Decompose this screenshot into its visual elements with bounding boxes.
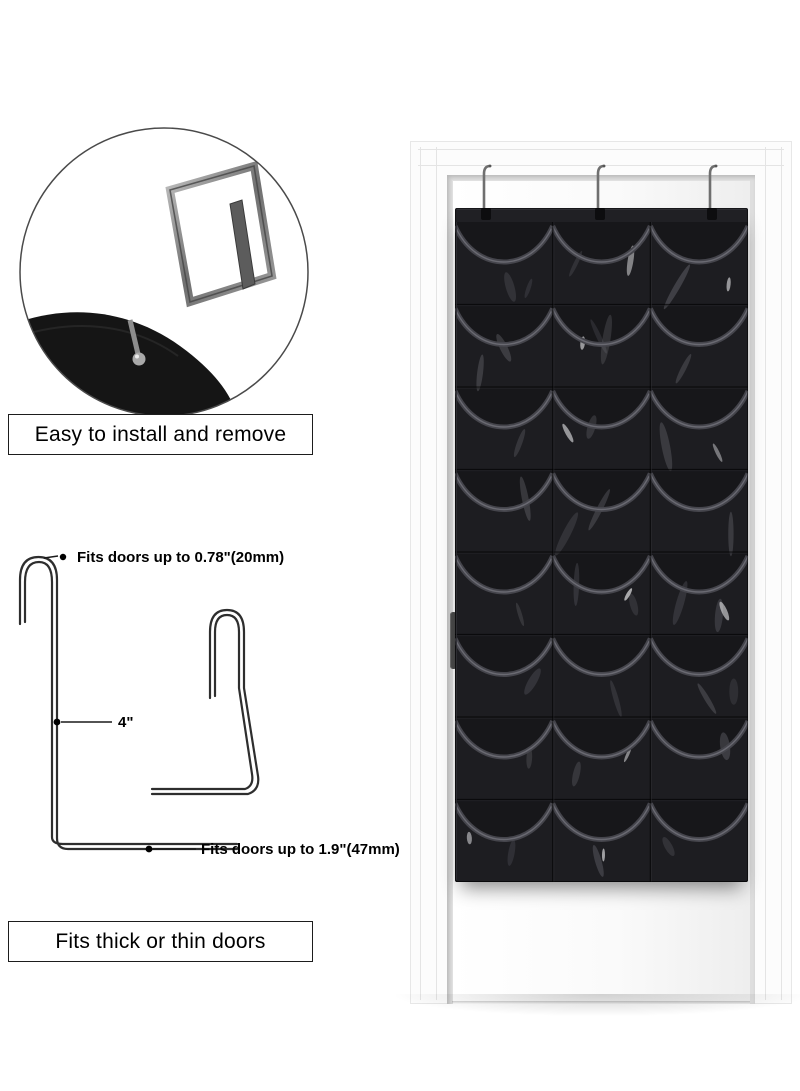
over-door-hook-icon bbox=[708, 164, 718, 215]
door bbox=[396, 141, 800, 1016]
hook-detail-zoom-circle bbox=[18, 126, 310, 418]
door-frame-molding bbox=[418, 149, 784, 150]
door-frame-molding bbox=[436, 147, 437, 1000]
hook-detail-illustration bbox=[19, 127, 309, 417]
door-handle bbox=[450, 612, 457, 669]
thick-door-hook-icon-edge bbox=[150, 613, 254, 791]
bracket-blade-icon bbox=[229, 199, 256, 290]
over-door-hook-icon bbox=[482, 164, 492, 215]
door-frame-molding bbox=[420, 147, 421, 1000]
fit-callout-box: Fits thick or thin doors bbox=[8, 921, 313, 962]
door-frame-molding bbox=[781, 147, 782, 1000]
screw-pin-icon bbox=[127, 319, 141, 355]
thick-door-hook-icon bbox=[150, 608, 260, 796]
hook-dimensions-diagram: Fits doors up to 0.78"(20mm) 4" Fits doo… bbox=[18, 549, 400, 858]
thin-door-hook-icon-edge bbox=[23, 560, 239, 846]
over-door-hook-icon bbox=[596, 164, 606, 215]
install-callout-box: Easy to install and remove bbox=[8, 414, 313, 455]
over-door-shoe-organizer bbox=[455, 208, 748, 882]
door-frame-molding bbox=[765, 147, 766, 1000]
fit-callout-label: Fits thick or thin doors bbox=[55, 929, 266, 953]
top-hook-measurement: Fits doors up to 0.78"(20mm) bbox=[77, 549, 284, 566]
depth-measurement: 4" bbox=[118, 714, 133, 731]
install-callout-label: Easy to install and remove bbox=[34, 422, 287, 446]
thin-door-hook-icon bbox=[18, 555, 239, 851]
door-threshold-shadow bbox=[452, 1001, 750, 1004]
floor-shadow bbox=[396, 994, 800, 1016]
bottom-hook-measurement: Fits doors up to 1.9"(47mm) bbox=[201, 841, 400, 858]
